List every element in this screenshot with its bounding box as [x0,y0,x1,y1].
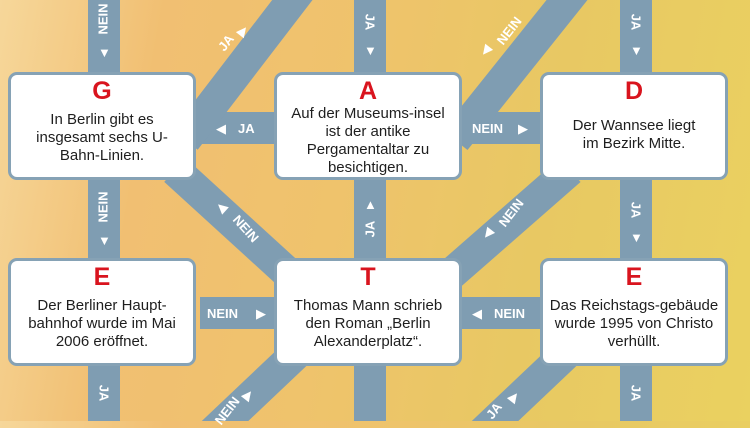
box-letter: A [358,77,378,105]
box-letter: T [360,263,376,291]
question-text: Das Reichstags-gebäude wurde 1995 von Ch… [549,297,719,350]
question-box-t: T Thomas Mann schrieb den Roman „Berlin A… [274,258,462,366]
arrow-down-icon: ▼ [98,45,111,60]
box-letter: E [93,263,111,291]
box-letter: D [624,77,644,105]
edge-label: JA [628,13,644,31]
edge-label: NEIN [494,306,526,321]
edge-label: NEIN [95,191,111,223]
edge-label: NEIN [472,121,504,136]
arrow-left-icon: ◀ [472,306,482,321]
edge-label: NEIN [207,306,239,321]
arrow-down-icon: ▼ [630,43,643,58]
question-box-d: D Der Wannsee liegt im Bezirk Mitte. [540,72,728,180]
arrow-left-icon: ◀ [216,121,226,136]
arrow-down-icon: ▼ [98,233,111,248]
arrow-down-icon: ▼ [630,230,643,245]
question-text: In Berlin gibt es insgesamt sechs U-Bahn… [36,111,168,164]
question-box-g: G In Berlin gibt es insgesamt sechs U-Bah… [8,72,196,180]
arrow-down-icon: ▼ [364,43,377,58]
arrow-right-icon: ▶ [518,121,528,136]
edge-label: JA [628,201,644,219]
box-letter: E [625,263,643,291]
question-text: Der Wannsee liegt im Bezirk Mitte. [572,117,696,152]
edge-label: JA [238,121,255,136]
question-text: Auf der Museums-insel ist der antike Per… [291,105,445,176]
question-text: Thomas Mann schrieb den Roman „Berlin Al… [293,297,443,350]
edge-label: NEIN [95,3,111,35]
edge-label: JA [96,384,112,402]
edge-label: JA [628,384,644,402]
question-text: Der Berliner Haupt-bahnhof wurde im Mai … [28,297,176,350]
box-letter: G [92,77,112,105]
question-box-e2: E Das Reichstags-gebäude wurde 1995 von C… [540,258,728,366]
question-box-e1: E Der Berliner Haupt-bahnhof wurde im Mai… [8,258,196,366]
edge-label: JA [362,220,378,238]
arrow-up-icon: ▲ [364,197,377,212]
edge-label: JA [362,13,378,31]
arrow-right-icon: ▶ [256,306,266,321]
